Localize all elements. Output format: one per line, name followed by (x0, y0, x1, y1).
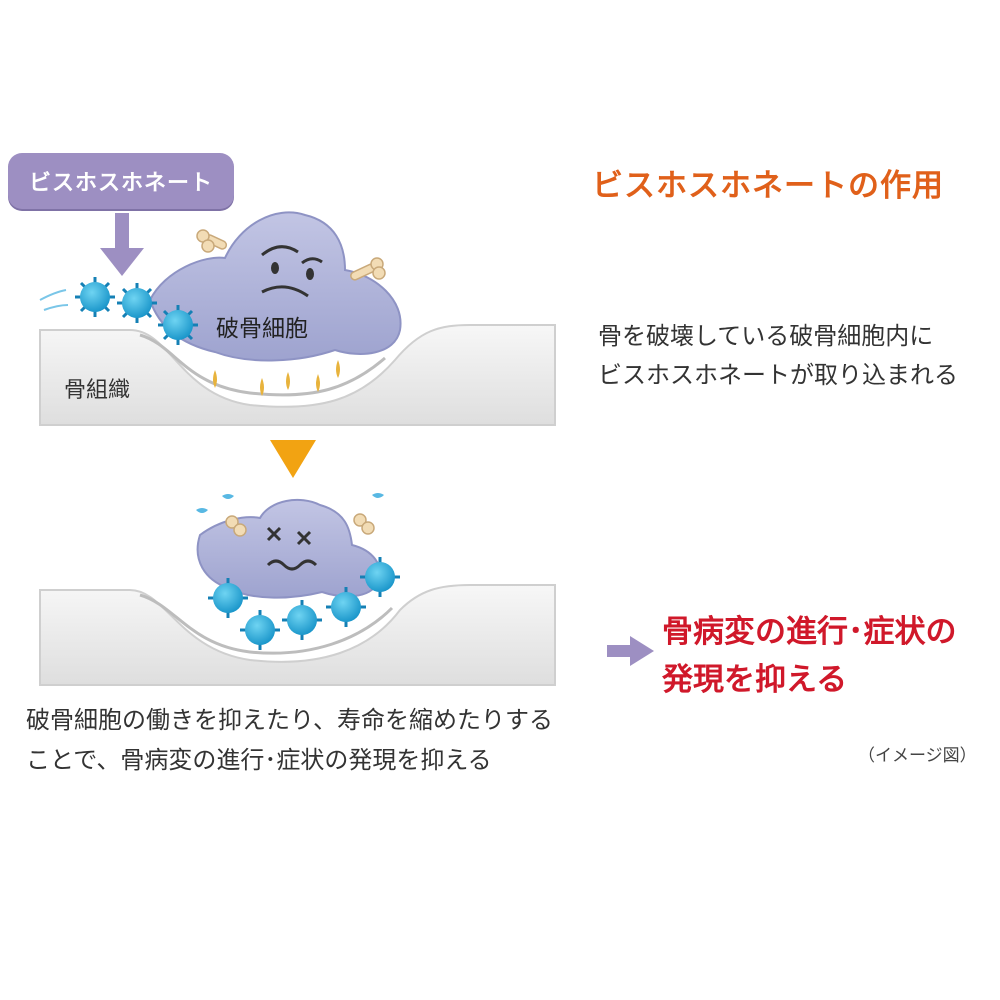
osteoclast-top (148, 211, 402, 396)
acid-drop-icon (213, 360, 340, 396)
result-line-1: 骨病変の進行･症状の (662, 614, 957, 650)
osteoclast-bottom (196, 493, 384, 599)
page-title: ビスホスホネートの作用 (592, 168, 944, 204)
caption-top-line-1: 骨を破壊している破骨細胞内に (598, 322, 934, 350)
caption-bottom-line-2: ことで、骨病変の進行･症状の発現を抑える (26, 746, 492, 774)
down-arrow-icon (100, 213, 144, 276)
bone-slab-bottom (39, 584, 556, 686)
caption-top: 骨を破壊している破骨細胞内に ビスホスホネートが取り込まれる (598, 317, 958, 395)
right-arrow-icon (607, 636, 654, 666)
result-text: 骨病変の進行･症状の 発現を抑える (662, 608, 957, 704)
bone-slab-top (39, 324, 556, 426)
bone-fragment-icon (196, 229, 386, 281)
result-line-2: 発現を抑える (662, 662, 848, 698)
caption-bottom-line-1: 破骨細胞の働きを抑えたり、寿命を縮めたりする (26, 706, 554, 734)
image-note: （イメージ図） (858, 746, 977, 766)
caption-bottom: 破骨細胞の働きを抑えたり、寿命を縮めたりする ことで、骨病変の進行･症状の発現を… (26, 700, 553, 780)
drug-label-badge: ビスホスホネート (8, 153, 234, 209)
triangle-down-icon (270, 440, 316, 478)
bisphosphonate-molecules-top (39, 277, 198, 345)
caption-top-line-2: ビスホスホネートが取り込まれる (598, 361, 958, 389)
osteoclast-label: 破骨細胞 (216, 316, 308, 342)
bisphosphonate-molecules-bottom (208, 557, 400, 650)
bone-tissue-label: 骨組織 (64, 378, 131, 403)
